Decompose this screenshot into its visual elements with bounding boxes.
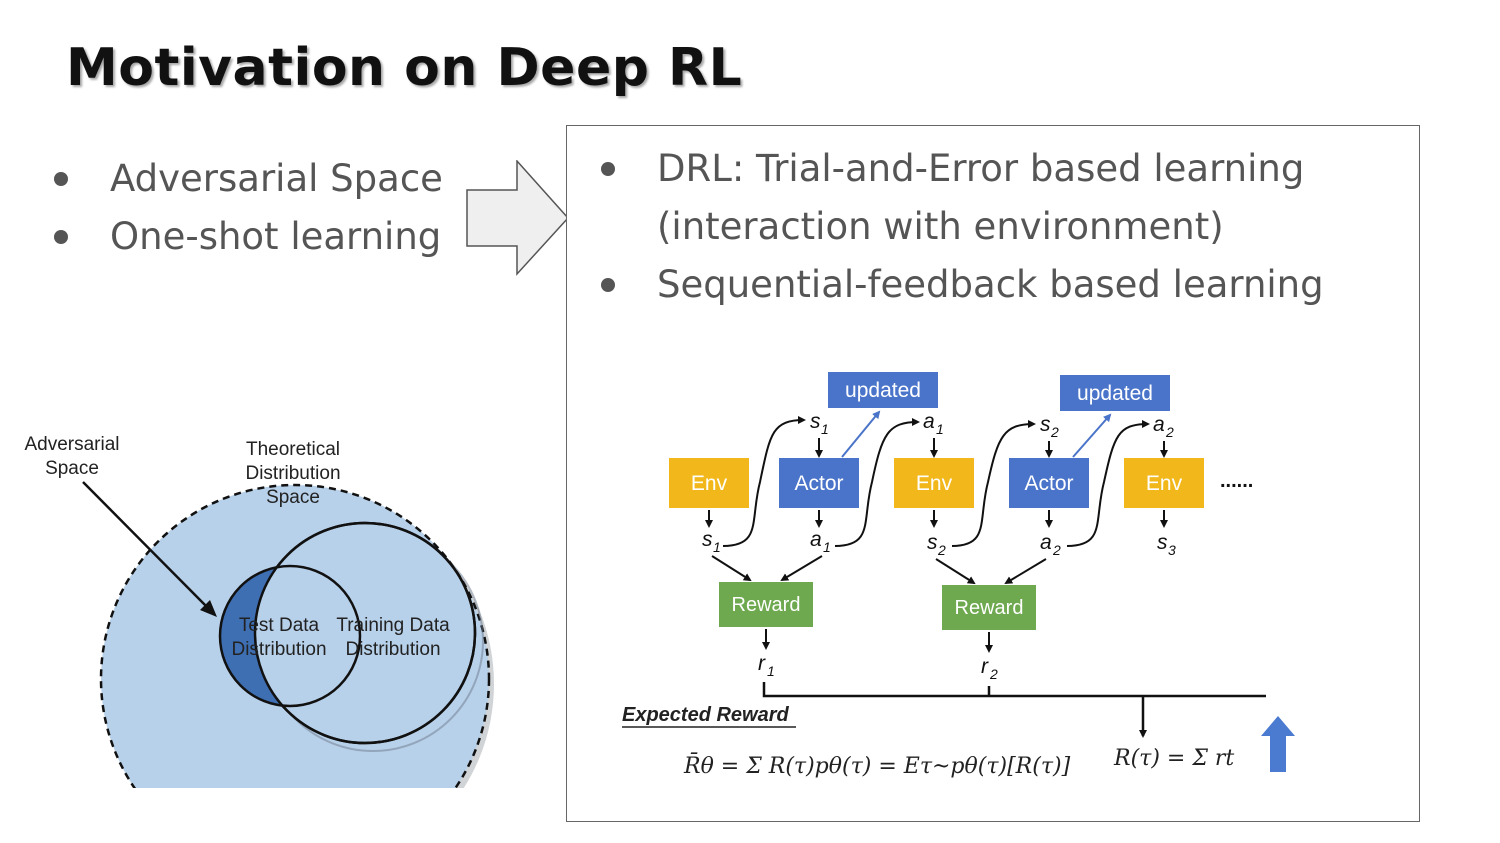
- s1-loop-curve: [722, 416, 806, 547]
- test-distribution-circle: [218, 564, 362, 708]
- reward-r-label-2: r: [981, 655, 989, 678]
- bullet-drl-trial-error: DRL: Trial-and-Error based learning (int…: [595, 140, 1405, 256]
- adversarial-pointer-line: [82, 481, 211, 611]
- top-action-sub-2: 2: [1165, 424, 1174, 440]
- bullet-one-shot-learning: One-shot learning: [48, 208, 443, 266]
- a1-to-reward1-arrow: [780, 555, 823, 582]
- s1-to-reward1-arrow: [711, 555, 752, 582]
- training-distribution-outline: [253, 521, 477, 745]
- a2-to-reward2-arrow: [1004, 558, 1047, 585]
- reward-box-1: [719, 582, 813, 627]
- reward-r-sub-1: 1: [767, 663, 775, 679]
- reward-r-label-1: r: [758, 652, 766, 675]
- updated-box-2: [1060, 375, 1170, 411]
- bullet-adversarial-space: Adversarial Space: [48, 150, 443, 208]
- bottom-state-sub-1: 1: [713, 539, 721, 555]
- reward-box-2: [942, 585, 1036, 630]
- env-label-1: Env: [691, 472, 728, 495]
- actor-label-1: Actor: [794, 472, 843, 495]
- env-label-3: Env: [1146, 472, 1183, 495]
- top-state-sub-2: 2: [1050, 424, 1059, 440]
- right-arrow-icon: [466, 160, 570, 276]
- expected-reward-heading: Expected Reward: [622, 704, 790, 726]
- training-data-label-line-2: Distribution: [345, 639, 440, 660]
- theoretical-label-line-1: Theoretical: [246, 439, 340, 460]
- bottom-state-label-3: s: [1157, 531, 1168, 554]
- expected-reward-formula: R̄θ = Σ R(τ)pθ(τ) = Eτ~pθ(τ)[R(τ)]: [683, 752, 1071, 779]
- adversarial-label-line-2: Space: [45, 458, 99, 479]
- a1-loop-curve: [834, 418, 920, 547]
- test-data-label-line-1: Test Data: [239, 615, 320, 636]
- env-label-2: Env: [916, 472, 953, 495]
- bottom-state-sub-2: 2: [937, 542, 946, 558]
- rl-sequential-diagram: updated updated Env Actor Env Actor Env …: [622, 372, 1295, 779]
- bullet-sequential-feedback: Sequential-feedback based learning: [595, 256, 1405, 314]
- left-bullet-list: Adversarial Space One-shot learning: [48, 150, 443, 266]
- updated-box-1: [828, 372, 938, 408]
- env-box-2: [894, 458, 974, 508]
- adversarial-space-venn-diagram: Adversarial Space Theoretical Distributi…: [24, 434, 494, 788]
- env-box-1: [669, 458, 749, 508]
- adversarial-pointer-arrowhead: [200, 600, 217, 617]
- top-state-label-2: s: [1040, 413, 1051, 436]
- bottom-action-label-2: a: [1040, 531, 1052, 554]
- top-action-label-2: a: [1153, 413, 1165, 436]
- updated-label-2: updated: [1077, 382, 1153, 405]
- a2-loop-curve: [1066, 420, 1150, 547]
- theoretical-label-line-2: Distribution: [245, 463, 340, 484]
- training-data-label-line-1: Training Data: [336, 615, 450, 636]
- reward-label-2: Reward: [955, 597, 1024, 619]
- actor-to-updated-arrow-2: [1072, 413, 1112, 458]
- adversarial-space-overlap: [255, 566, 360, 706]
- adversarial-label-line-1: Adversarial: [24, 434, 119, 455]
- actor-to-updated-arrow-1: [841, 410, 881, 458]
- continuation-ellipsis: ......: [1220, 470, 1253, 492]
- actor-box-2: [1009, 458, 1089, 508]
- test-data-label-line-2: Distribution: [231, 639, 326, 660]
- actor-label-2: Actor: [1024, 472, 1073, 495]
- top-action-sub-1: 1: [936, 421, 944, 437]
- updated-label-1: updated: [845, 379, 921, 402]
- right-bullet-list: DRL: Trial-and-Error based learning (int…: [595, 140, 1405, 314]
- bottom-state-label-2: s: [927, 531, 938, 554]
- bottom-state-label-1: s: [702, 528, 713, 551]
- sum-bracket: [762, 682, 1266, 698]
- bottom-action-label-1: a: [810, 528, 822, 551]
- top-state-sub-1: 1: [821, 421, 829, 437]
- top-action-label-1: a: [923, 410, 935, 433]
- actor-box-1: [779, 458, 859, 508]
- bottom-action-sub-1: 1: [823, 539, 831, 555]
- bottom-action-sub-2: 2: [1052, 542, 1061, 558]
- increase-arrow-icon: [1261, 716, 1295, 772]
- return-formula: R(τ) = Σ rt: [1113, 746, 1234, 771]
- env-box-3: [1124, 458, 1204, 508]
- reward-label-1: Reward: [732, 594, 801, 616]
- theoretical-label-line-3: Space: [266, 487, 320, 508]
- slide-title: Motivation on Deep RL: [66, 38, 743, 98]
- s2-to-reward2-arrow: [935, 558, 976, 585]
- reward-r-sub-2: 2: [989, 666, 998, 682]
- bottom-state-sub-3: 3: [1168, 542, 1176, 558]
- top-state-label-1: s: [810, 410, 821, 433]
- s2-loop-curve: [951, 420, 1036, 547]
